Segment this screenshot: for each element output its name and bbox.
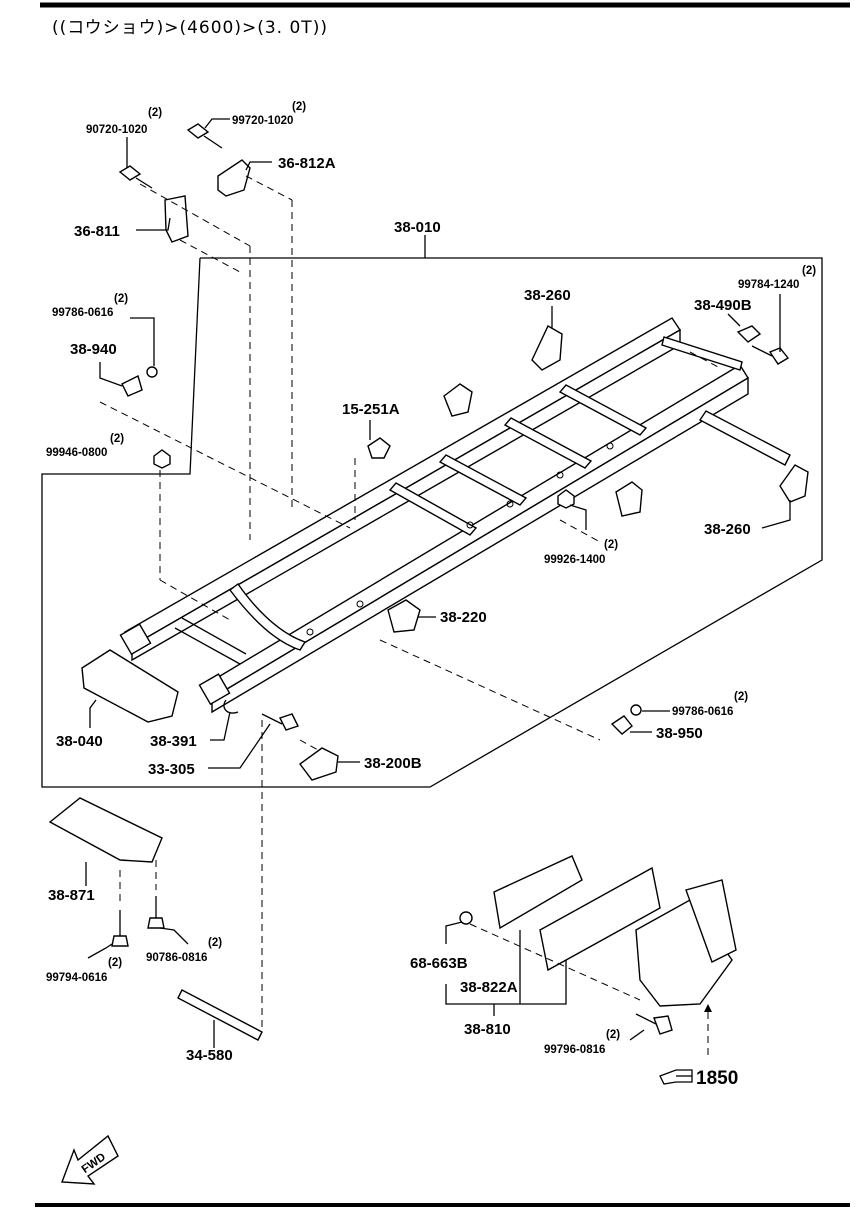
label-99926-1400: 99926-1400 bbox=[544, 554, 605, 566]
clip-15-251a bbox=[367, 437, 391, 459]
nut-99786-0616-b bbox=[630, 704, 642, 716]
label-99796-0816: 99796-0816 bbox=[544, 1044, 605, 1056]
label-15-251a: 15-251A bbox=[342, 401, 400, 418]
fwd-arrow-icon: FWD bbox=[61, 1134, 119, 1185]
label-38-260-b: 38-260 bbox=[704, 521, 751, 538]
bracket-38-940 bbox=[121, 374, 143, 397]
breadcrumb: ((コウショウ)>(4600)>(3. 0T)) bbox=[52, 18, 328, 38]
label-38-010: 38-010 bbox=[394, 219, 441, 236]
label-38-490b: 38-490B bbox=[694, 297, 752, 314]
hook-38-391 bbox=[223, 699, 239, 714]
label-33-305: 33-305 bbox=[148, 761, 195, 778]
hanger-rear-mid bbox=[615, 481, 643, 517]
label-99784-1240: 99784-1240 bbox=[738, 279, 799, 291]
qty-99794-0616: (2) bbox=[108, 957, 122, 969]
label-38-950: 38-950 bbox=[656, 725, 703, 742]
bolt-33-305 bbox=[261, 713, 299, 731]
label-38-040: 38-040 bbox=[56, 733, 103, 750]
bracket-36-812a bbox=[217, 159, 251, 197]
label-68-663b: 68-663B bbox=[410, 955, 468, 972]
ref-1850[interactable]: 1850 bbox=[696, 1068, 738, 1089]
qty-90786-0816: (2) bbox=[208, 937, 222, 949]
hanger-38-260-b bbox=[779, 464, 809, 503]
label-38-810: 38-810 bbox=[464, 1021, 511, 1038]
label-99720-1020: 99720-1020 bbox=[232, 115, 293, 127]
label-38-220: 38-220 bbox=[440, 609, 487, 626]
bracket-36-811 bbox=[164, 195, 189, 243]
qty-99784-1240: (2) bbox=[802, 265, 816, 277]
bolt-90786-0816 bbox=[147, 896, 165, 929]
qty-99786-0616-b: (2) bbox=[734, 691, 748, 703]
chassis-frame bbox=[119, 317, 791, 714]
qty-90720-1020: (2) bbox=[148, 107, 162, 119]
label-99786-0616-a: 99786-0616 bbox=[52, 307, 113, 319]
clip-38-490b bbox=[736, 325, 762, 343]
bracket-38-950 bbox=[610, 715, 633, 735]
plate-38-810 bbox=[539, 866, 661, 972]
label-99786-0616-b: 99786-0616 bbox=[672, 706, 733, 718]
hanger-38-260-a bbox=[531, 325, 563, 371]
bracket-38-200b bbox=[299, 747, 339, 781]
nut-99786-0616-a bbox=[146, 366, 158, 378]
bolt-99784-1240 bbox=[751, 345, 790, 365]
bracket-38-040 bbox=[81, 649, 179, 723]
qty-99786-0616-a: (2) bbox=[114, 293, 128, 305]
hanger-mid bbox=[443, 383, 473, 417]
nut-99926-1400 bbox=[557, 489, 575, 509]
label-38-200b: 38-200B bbox=[364, 755, 422, 772]
label-38-940: 38-940 bbox=[70, 341, 117, 358]
bolt-99794-0616 bbox=[111, 910, 129, 947]
label-36-811: 36-811 bbox=[74, 223, 120, 240]
cover-38-871 bbox=[48, 797, 163, 863]
nut-99946-0800 bbox=[153, 449, 171, 469]
label-38-391: 38-391 bbox=[150, 733, 197, 750]
label-36-812a: 36-812A bbox=[278, 155, 336, 172]
rod-34-580 bbox=[177, 989, 263, 1041]
label-38-871: 38-871 bbox=[48, 887, 95, 904]
label-90720-1020: 90720-1020 bbox=[86, 124, 147, 136]
assembly-outline bbox=[41, 257, 823, 788]
label-90786-0816: 90786-0816 bbox=[146, 952, 207, 964]
qty-99796-0816: (2) bbox=[606, 1029, 620, 1041]
bolt-99796-0816 bbox=[635, 1013, 673, 1035]
screw-68-663b bbox=[459, 911, 473, 925]
bolt-99720-1020 bbox=[186, 123, 223, 149]
label-38-822a: 38-822A bbox=[460, 979, 518, 996]
label-99946-0800: 99946-0800 bbox=[46, 447, 107, 459]
mount-38-220 bbox=[387, 599, 421, 633]
pointing-hand-icon bbox=[659, 1069, 693, 1085]
label-99794-0616: 99794-0616 bbox=[46, 972, 107, 984]
qty-99720-1020: (2) bbox=[292, 101, 306, 113]
label-38-260-a: 38-260 bbox=[524, 287, 571, 304]
qty-99946-0800: (2) bbox=[110, 433, 124, 445]
bolt-90720-1020 bbox=[118, 165, 153, 189]
qty-99926-1400: (2) bbox=[604, 539, 618, 551]
label-34-580: 34-580 bbox=[186, 1047, 233, 1064]
gasket-38-822a bbox=[493, 855, 583, 930]
